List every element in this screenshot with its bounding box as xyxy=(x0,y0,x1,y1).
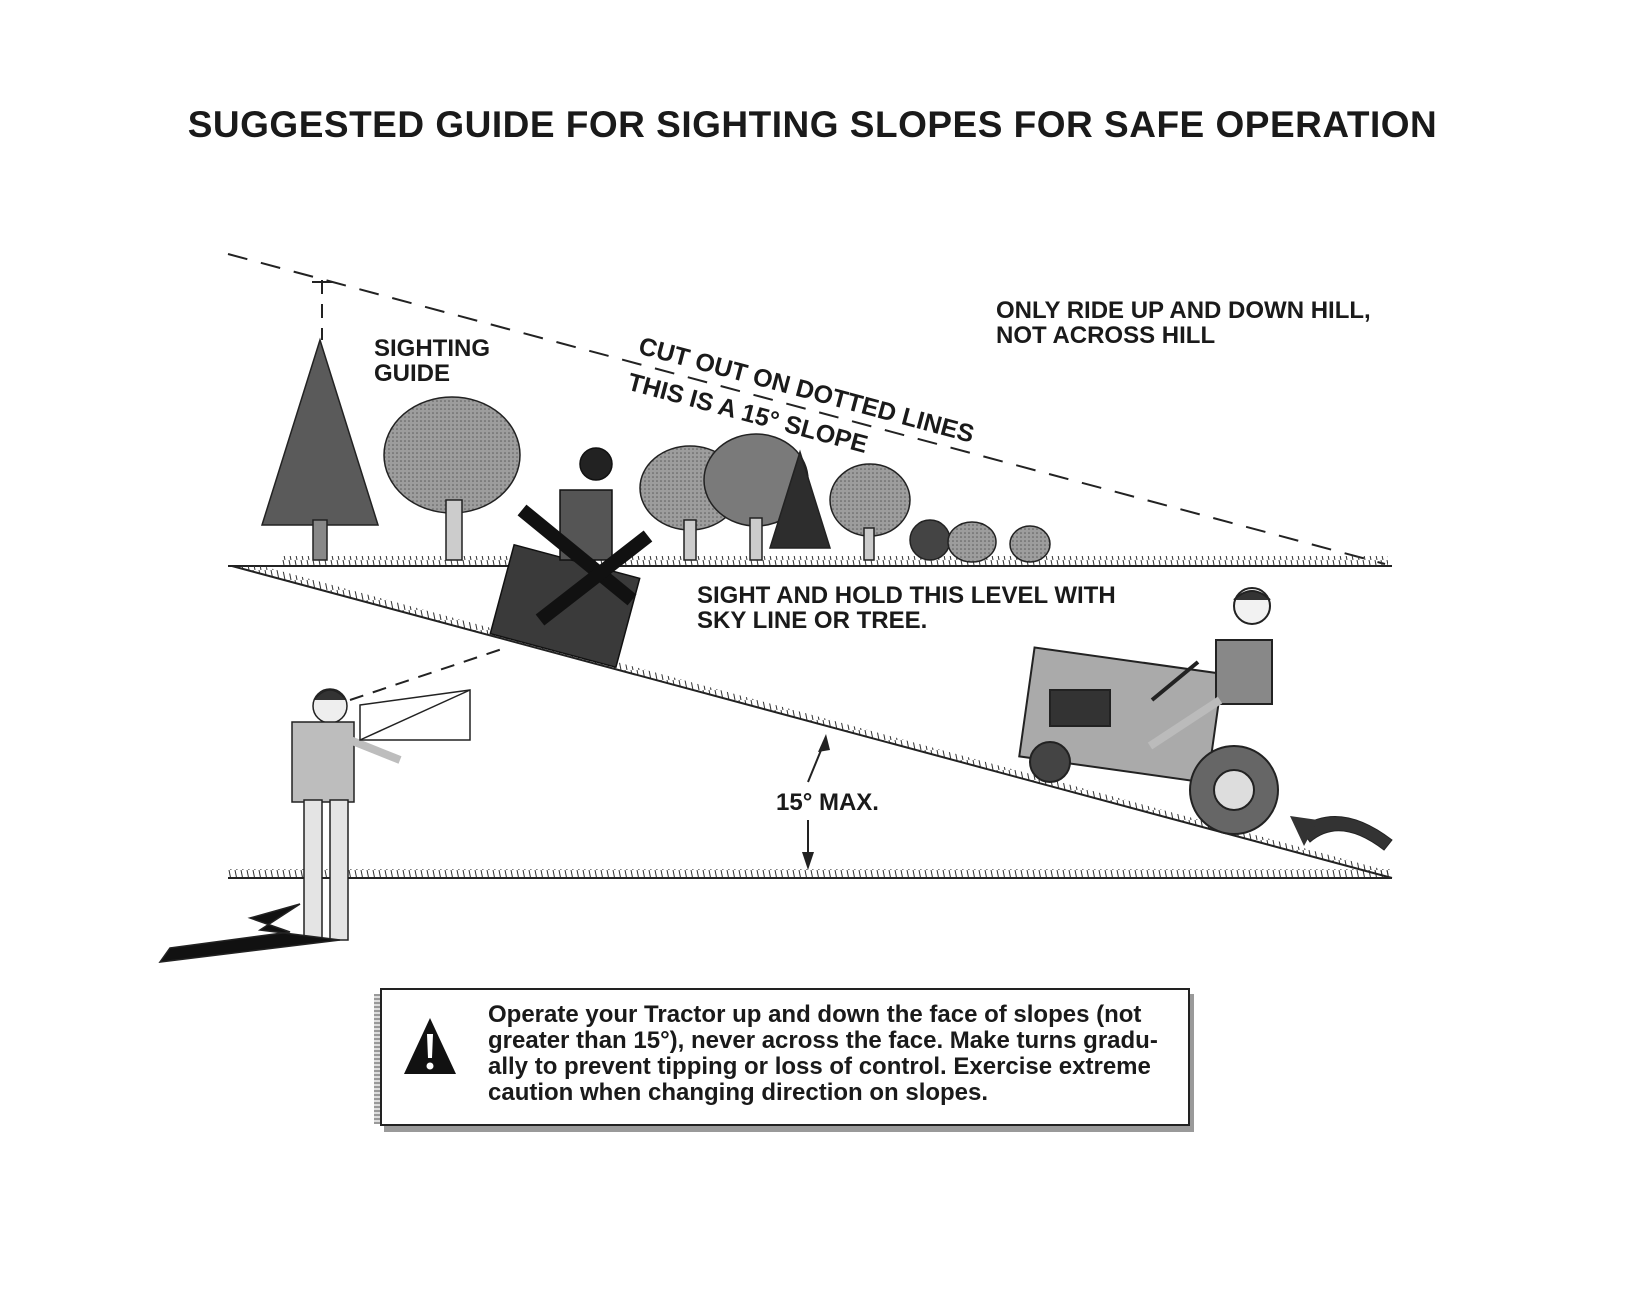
max-angle-label: 15° MAX. xyxy=(776,789,879,816)
conifer-tree xyxy=(260,337,380,561)
person-with-guide xyxy=(158,688,471,963)
sighting-guide-line-1: SIGHTING xyxy=(374,335,491,362)
uphill-arrow xyxy=(1299,816,1393,851)
sight-hold-line-1: SIGHT AND HOLD THIS LEVEL WITH xyxy=(697,582,1116,609)
only-ride-label: ONLY RIDE UP AND DOWN HILL, NOT ACROSS H… xyxy=(996,298,1371,348)
warning-box: Operate your Tractor up and down the fac… xyxy=(374,988,1190,1126)
sight-hold-label: SIGHT AND HOLD THIS LEVEL WITH SKY LINE … xyxy=(697,583,1116,633)
sighting-guide-label: SIGHTING GUIDE xyxy=(374,336,490,386)
person-sight-line xyxy=(349,647,506,701)
sighting-dashed-line xyxy=(227,253,1386,565)
page-title: SUGGESTED GUIDE FOR SIGHTING SLOPES FOR … xyxy=(187,104,1438,145)
tree-group-middle xyxy=(639,433,1051,563)
only-ride-line-1: ONLY RIDE UP AND DOWN HILL, xyxy=(996,297,1371,324)
crossed-tractor xyxy=(489,447,653,669)
sight-hold-line-2: SKY LINE OR TREE. xyxy=(697,607,928,634)
correct-tractor xyxy=(1018,587,1279,835)
warning-box-edge xyxy=(374,994,380,1124)
warning-text: Operate your Tractor up and down the fac… xyxy=(488,1001,1158,1106)
lower-ground-line xyxy=(228,869,1392,878)
warning-triangle-icon xyxy=(404,1018,456,1074)
only-ride-line-2: NOT ACROSS HILL xyxy=(996,322,1216,349)
sighting-guide-line-2: GUIDE xyxy=(374,360,451,387)
tree-left xyxy=(383,396,521,561)
upper-ground-line xyxy=(280,556,1388,565)
